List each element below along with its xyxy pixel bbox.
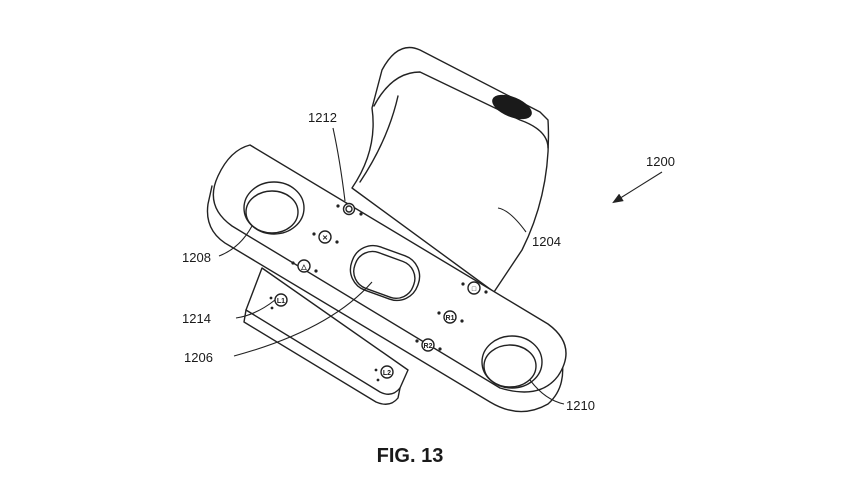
label-1206: 1206 [184, 350, 213, 365]
svg-text:R2: R2 [424, 343, 433, 350]
svg-text:R1: R1 [446, 315, 455, 322]
label-1210: 1210 [566, 398, 595, 413]
svg-text:✕: ✕ [322, 235, 328, 242]
svg-text:△: △ [300, 264, 307, 271]
button-circle-icon [342, 202, 356, 216]
label-1204: 1204 [532, 234, 561, 249]
svg-text:L1: L1 [277, 298, 285, 305]
button-cross-icon: ✕ [318, 230, 332, 244]
svg-text:L2: L2 [383, 370, 391, 377]
button-r1-icon: R1 [443, 310, 457, 324]
main-bar: ✕ △ □ R1 R2 L1 L2 [206, 144, 567, 413]
button-l1-icon: L1 [274, 293, 288, 307]
button-square-icon: □ [467, 281, 481, 295]
label-1208: 1208 [182, 250, 211, 265]
svg-text:□: □ [472, 286, 477, 293]
label-1200: 1200 [646, 154, 675, 169]
button-triangle-icon: △ [297, 259, 311, 273]
right-stick-icon [481, 335, 543, 389]
wrist-band [351, 46, 550, 293]
left-stick-icon [243, 181, 305, 235]
button-r2-icon: R2 [421, 338, 435, 352]
indicator-dots [269, 204, 488, 382]
leader-lines [218, 127, 663, 405]
label-1212: 1212 [308, 110, 337, 125]
sensor-pad-icon [492, 94, 532, 120]
label-1214: 1214 [182, 311, 211, 326]
figure-caption: FIG. 13 [377, 445, 444, 467]
button-l2-icon: L2 [380, 365, 394, 379]
